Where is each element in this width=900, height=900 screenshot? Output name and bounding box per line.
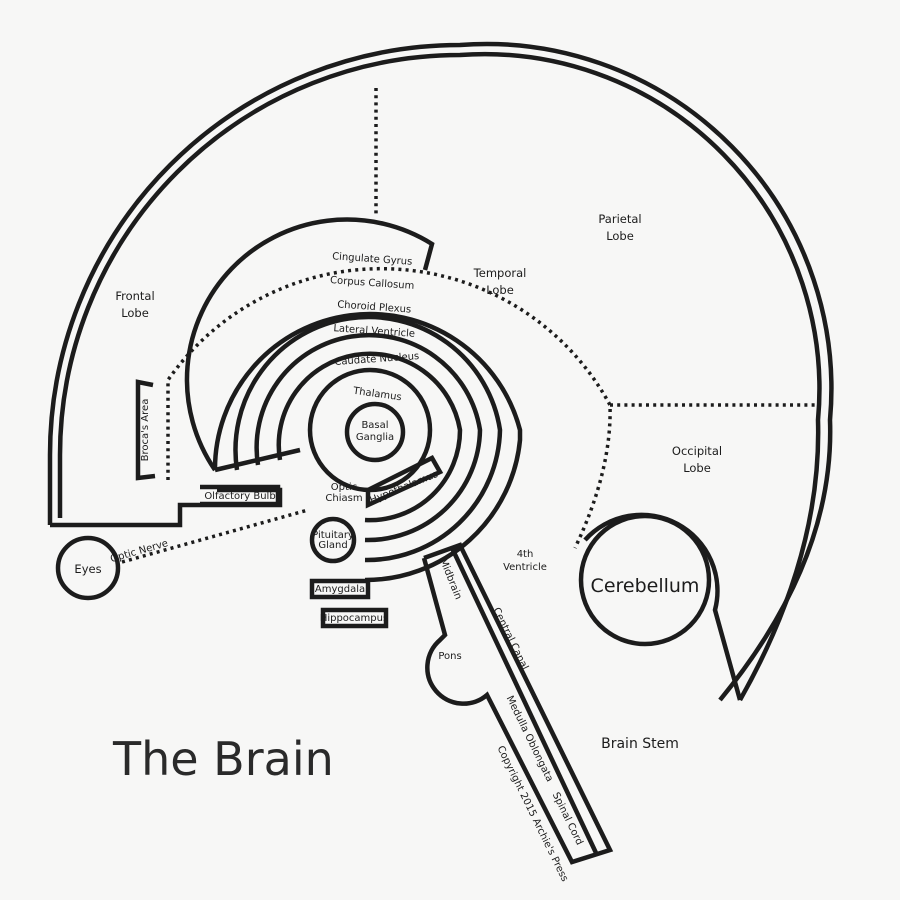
- basal-ganglia-circle: [344, 401, 406, 463]
- fourth-ventricle-label-2: Ventricle: [503, 562, 547, 573]
- optic-chiasm-label: Optic: [331, 482, 357, 493]
- pons-label: Pons: [438, 651, 461, 662]
- optic-chiasm-label-2: Chiasm: [325, 493, 362, 504]
- brocas-area-label: Broca's Area: [140, 399, 151, 462]
- pituitary-gland-label-2: Gland: [318, 540, 347, 551]
- thalamus-label: Thalamus: [351, 386, 402, 404]
- eyes-circle: [55, 535, 121, 601]
- amygdala-label: Amygdala: [315, 584, 365, 595]
- optic-nerve-label: Optic Nerve: [109, 538, 169, 565]
- optic-nerve: [121, 508, 309, 564]
- brocas-area-shape: [135, 379, 156, 481]
- parietal-lobe-label-2: Lobe: [606, 229, 634, 243]
- corpus-callosum-label: Corpus Callosum: [330, 275, 415, 292]
- hippocampus-box: [320, 607, 389, 629]
- hypothalamus-shape: [365, 455, 444, 509]
- basal-ganglia-label-2: Ganglia: [356, 432, 394, 443]
- parietal-lobe-label: Parietal: [598, 212, 641, 226]
- occipital-lobe-label-2: Lobe: [683, 461, 711, 475]
- frontal-lobe-label: Frontal: [115, 289, 154, 303]
- pituitary-gland-circle: [309, 516, 357, 564]
- temporal-boundary: [166, 266, 612, 549]
- cerebellum-outer-arc: [583, 512, 743, 701]
- limbic-rings: [184, 217, 523, 583]
- fourth-ventricle-label: 4th: [517, 549, 534, 560]
- olfactory-bulb-label: Olfactory Bulb: [204, 491, 275, 502]
- cingulate-gyrus-label: Cingulate Gyrus: [332, 251, 413, 268]
- temporal-lobe-label: Temporal: [473, 266, 527, 280]
- caudate-nucleus-label: Caudate Nucleus: [334, 351, 420, 368]
- frontal-lobe-label-2: Lobe: [121, 306, 149, 320]
- occipital-lobe-label: Occipital: [672, 444, 722, 458]
- cerebellum-label: Cerebellum: [591, 575, 700, 597]
- copyright-label: Copyright 2015 Archie's Press: [495, 744, 570, 883]
- eyes-label: Eyes: [74, 562, 101, 576]
- choroid-plexus-label: Choroid Plexus: [337, 299, 412, 315]
- brain-stem-outline: [421, 542, 614, 865]
- olfactory-bulb-box: [200, 484, 281, 507]
- skull-outer-line: [47, 41, 834, 702]
- temporal-lobe-label-2: Lobe: [486, 283, 514, 297]
- central-canal-line: [449, 547, 600, 856]
- skull-inner-line: [57, 51, 822, 702]
- pituitary-gland-label: Pituitary: [312, 530, 354, 541]
- amygdala-box: [309, 578, 371, 600]
- hippocampus-label: Hippocampus: [320, 613, 388, 624]
- page-title: The Brain: [112, 732, 334, 786]
- brain-stem-label: Brain Stem: [601, 736, 679, 752]
- basal-ganglia-label: Basal: [361, 420, 388, 431]
